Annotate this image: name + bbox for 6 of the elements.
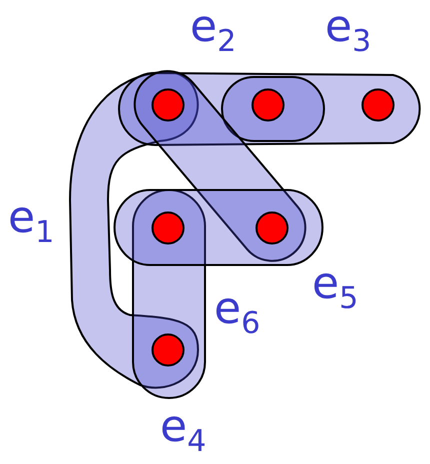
hyperedge-label: e$_{3}$ <box>325 5 372 57</box>
hyperedge-label: e$_{5}$ <box>312 262 358 314</box>
hyperedge-label: e$_{2}$ <box>190 5 236 57</box>
hyperedge-label: e$_{1}$ <box>8 196 54 248</box>
hyperedge-label: e$_{4}$ <box>160 405 206 457</box>
hyperedge-label: e$_{6}$ <box>214 287 260 339</box>
